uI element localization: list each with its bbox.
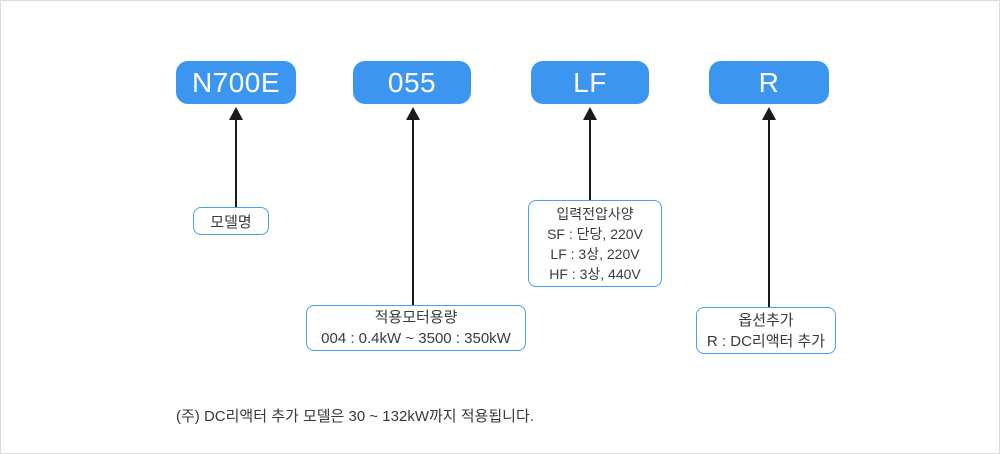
arrowhead-icon [762, 107, 776, 120]
label-line: 적용모터용량 [374, 309, 458, 326]
arrow-up-option [761, 107, 777, 307]
label-line: 옵션추가 [738, 311, 794, 329]
arrow-shaft [589, 120, 591, 200]
label-line: 모델명 [210, 213, 252, 231]
arrow-up-model-name [228, 107, 244, 208]
arrow-shaft [235, 120, 237, 208]
model-code-chip-option: R [709, 61, 829, 104]
arrowhead-icon [406, 107, 420, 120]
label-box-input-voltage: 입력전압사양 SF : 단당, 220V LF : 3상, 220V HF : … [528, 200, 662, 287]
arrowhead-icon [583, 107, 597, 120]
label-line: HF : 3상, 440V [549, 265, 641, 282]
arrow-shaft [412, 120, 414, 305]
label-box-model-name: 모델명 [193, 207, 269, 235]
label-box-motor-capacity: 적용모터용량 004 : 0.4kW ~ 3500 : 350kW [306, 305, 526, 351]
model-code-chip-model-name: N700E [176, 61, 296, 104]
label-box-option: 옵션추가 R : DC리액터 추가 [696, 307, 836, 354]
label-line: R : DC리액터 추가 [706, 332, 826, 350]
label-line: 입력전압사양 [556, 205, 634, 222]
arrowhead-icon [229, 107, 243, 120]
arrow-up-motor-capacity [405, 107, 421, 305]
label-line: 004 : 0.4kW ~ 3500 : 350kW [321, 330, 511, 347]
model-code-chip-input-voltage: LF [531, 61, 649, 104]
arrow-up-input-voltage [582, 107, 598, 200]
model-code-chip-motor-capacity: 055 [353, 61, 471, 104]
arrow-shaft [768, 120, 770, 307]
label-line: LF : 3상, 220V [550, 245, 640, 262]
label-line: SF : 단당, 220V [547, 225, 643, 242]
footnote-text: (주) DC리액터 추가 모델은 30 ~ 132kW까지 적용됩니다. [176, 408, 534, 425]
